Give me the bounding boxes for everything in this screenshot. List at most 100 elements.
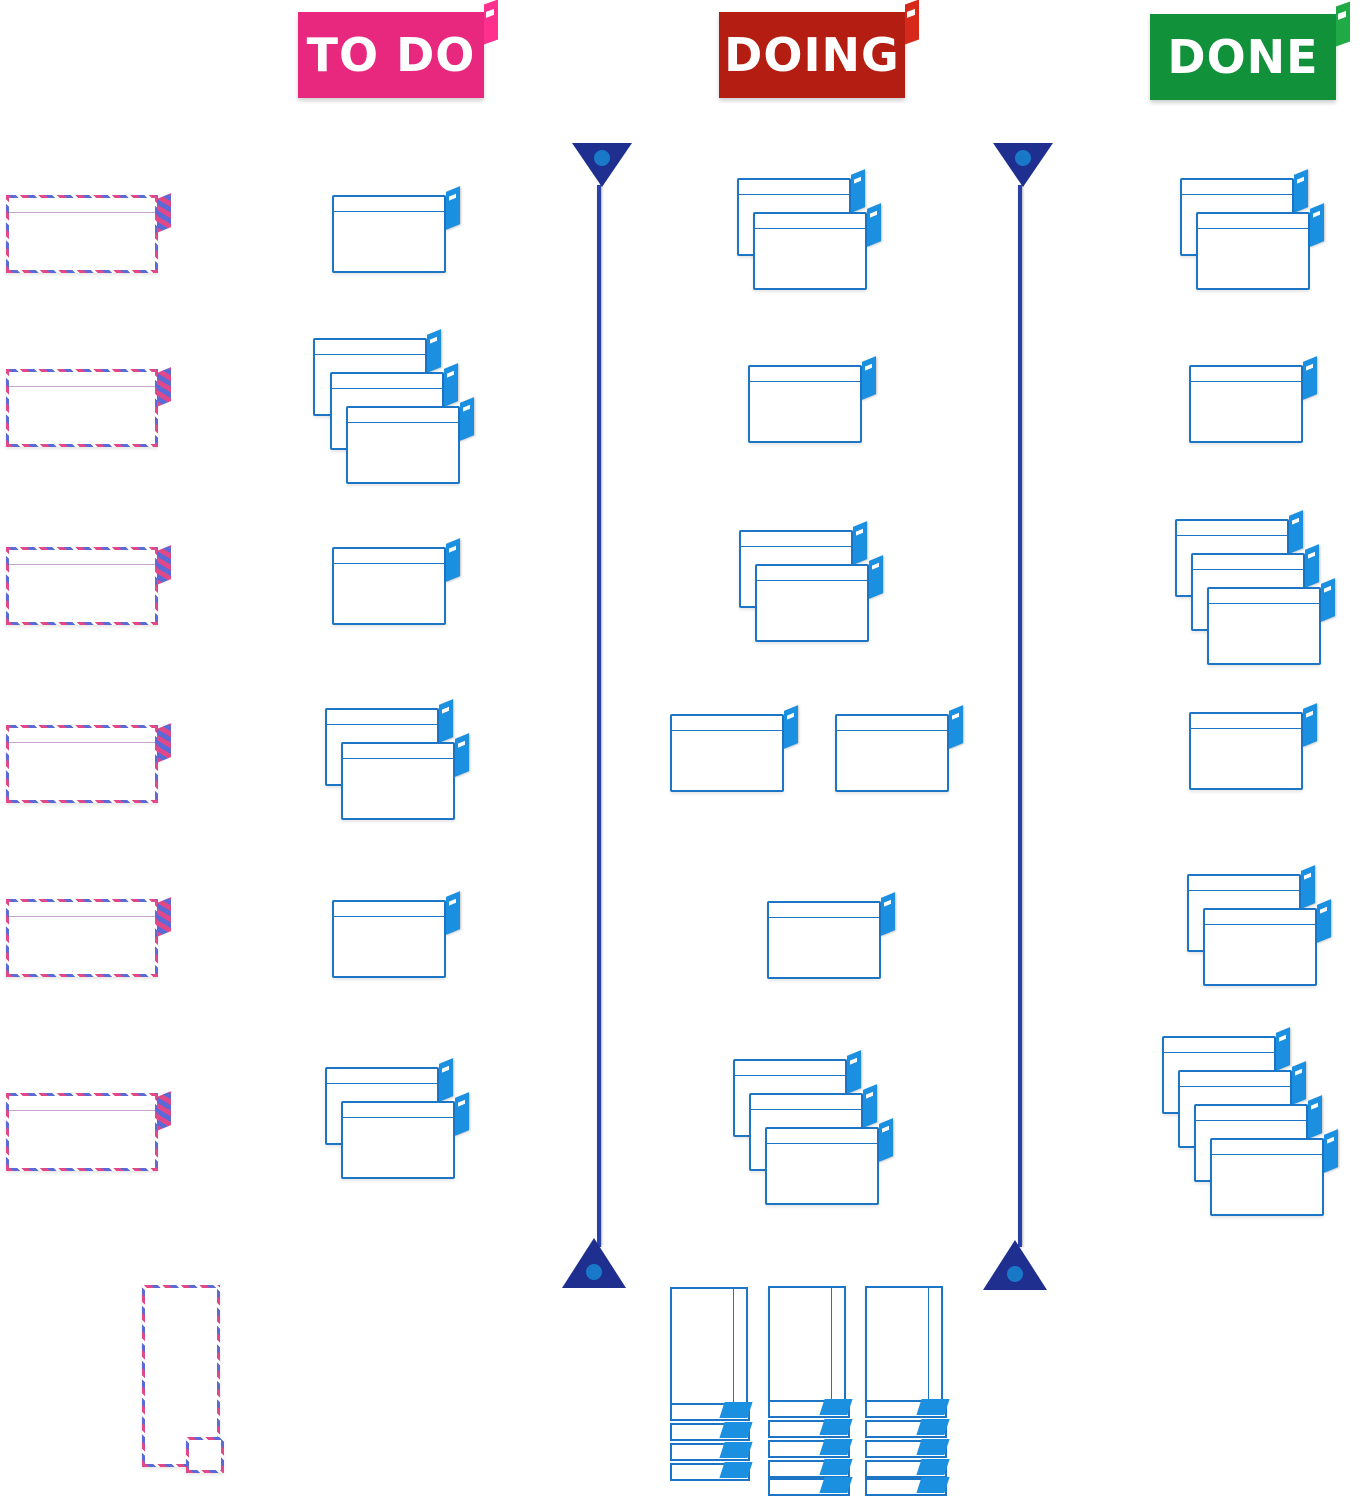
swimlane-card[interactable] [6, 367, 171, 447]
task-card[interactable] [1210, 1129, 1338, 1216]
card-tab-icon [916, 1459, 950, 1475]
mini-card[interactable] [670, 1462, 753, 1481]
task-card[interactable] [1196, 203, 1324, 290]
card-tab-icon [1310, 203, 1324, 247]
card-tab-icon [439, 699, 453, 743]
card-tab-icon [157, 897, 171, 937]
card-tab-icon [916, 1419, 950, 1435]
card-tab-icon [157, 193, 171, 233]
column-header-done: DONE [1150, 1, 1350, 100]
task-card[interactable] [332, 891, 460, 978]
card-tab-icon [862, 356, 876, 400]
mini-card[interactable] [865, 1419, 950, 1438]
card-tab-icon [819, 1399, 853, 1415]
swimlane-card[interactable] [6, 723, 171, 803]
card-tab-icon [916, 1399, 950, 1415]
card-tab-icon [784, 705, 798, 749]
card-tab-icon [819, 1459, 853, 1475]
column-header-todo: TO DO [298, 0, 498, 98]
task-card[interactable] [765, 1118, 893, 1205]
swimlane-card[interactable] [6, 1091, 171, 1171]
task-card[interactable] [332, 186, 460, 273]
mini-card[interactable] [865, 1439, 950, 1458]
card-tab-icon [460, 397, 474, 441]
mini-card[interactable] [670, 1422, 753, 1441]
card-tab-icon [863, 1084, 877, 1128]
card-tab-icon [157, 545, 171, 585]
divider-anchor-dot [586, 1264, 602, 1280]
card-tab-icon [719, 1442, 753, 1458]
card-tab-icon [1305, 544, 1319, 588]
card-tab-icon [444, 363, 458, 407]
swimlane-card[interactable] [6, 193, 171, 273]
card-tab-icon [867, 203, 881, 247]
card-tab-icon [1303, 703, 1317, 747]
header-tab-icon [484, 0, 498, 45]
header-tab-icon [1336, 1, 1350, 47]
card-tab-icon [1301, 865, 1315, 909]
task-card[interactable] [748, 356, 876, 443]
card-tab-icon [446, 538, 460, 582]
divider-anchor-dot [1015, 150, 1031, 166]
card-tab-icon [427, 329, 441, 373]
card-tab-icon [916, 1439, 950, 1455]
task-card[interactable] [1189, 356, 1317, 443]
card-tab-icon [1317, 899, 1331, 943]
card-tab-icon [719, 1402, 753, 1418]
task-card[interactable] [767, 892, 895, 979]
card-tab-icon [455, 733, 469, 777]
card-tab-icon [439, 1058, 453, 1102]
mini-card[interactable] [768, 1399, 853, 1418]
divider-line [597, 185, 601, 1247]
mini-card[interactable] [865, 1459, 950, 1478]
mini-card[interactable] [768, 1419, 853, 1438]
vertical-card[interactable] [670, 1287, 748, 1405]
task-card[interactable] [1189, 703, 1317, 790]
card-tab-icon [1324, 1129, 1338, 1173]
mini-card[interactable] [768, 1439, 853, 1458]
card-tab-icon [853, 521, 867, 565]
mini-card[interactable] [670, 1442, 753, 1461]
column-header-todo-label: TO DO [306, 28, 476, 82]
card-tab-icon [819, 1439, 853, 1455]
card-tab-icon [455, 1092, 469, 1136]
divider-anchor-dot [1007, 1266, 1023, 1282]
task-card[interactable] [753, 203, 881, 290]
card-tab-icon [819, 1477, 853, 1493]
card-tab-icon [446, 891, 460, 935]
divider-anchor-dot [594, 150, 610, 166]
task-card[interactable] [670, 705, 798, 792]
task-card[interactable] [341, 733, 469, 820]
card-tab-icon [847, 1050, 861, 1094]
column-header-doing: DOING [719, 0, 919, 98]
card-tab-icon [1276, 1027, 1290, 1071]
task-card[interactable] [1207, 578, 1335, 665]
mini-card[interactable] [865, 1399, 950, 1418]
card-tab-icon [719, 1422, 753, 1438]
swimlane-card-vertical[interactable] [142, 1285, 220, 1467]
column-header-doing-label: DOING [724, 28, 900, 82]
task-card[interactable] [341, 1092, 469, 1179]
task-card[interactable] [835, 705, 963, 792]
task-card[interactable] [755, 555, 883, 642]
card-tab-icon [916, 1477, 950, 1493]
card-tab-icon [1289, 510, 1303, 554]
swimlane-card[interactable] [6, 545, 171, 625]
vertical-card[interactable] [768, 1286, 846, 1404]
mini-card[interactable] [768, 1459, 853, 1478]
card-tab-icon [1321, 578, 1335, 622]
task-card[interactable] [1203, 899, 1331, 986]
vertical-card[interactable] [865, 1286, 943, 1404]
mini-card[interactable] [768, 1477, 853, 1496]
task-card[interactable] [332, 538, 460, 625]
divider-anchor-icon [983, 1240, 1047, 1290]
card-tab-icon [446, 186, 460, 230]
mini-card[interactable] [670, 1402, 753, 1421]
mini-card[interactable] [865, 1477, 950, 1496]
card-tab-icon [157, 1091, 171, 1131]
card-tab-icon [881, 892, 895, 936]
swimlane-card-small[interactable] [186, 1437, 224, 1473]
task-card[interactable] [346, 397, 474, 484]
swimlane-card[interactable] [6, 897, 171, 977]
card-tab-icon [157, 723, 171, 763]
